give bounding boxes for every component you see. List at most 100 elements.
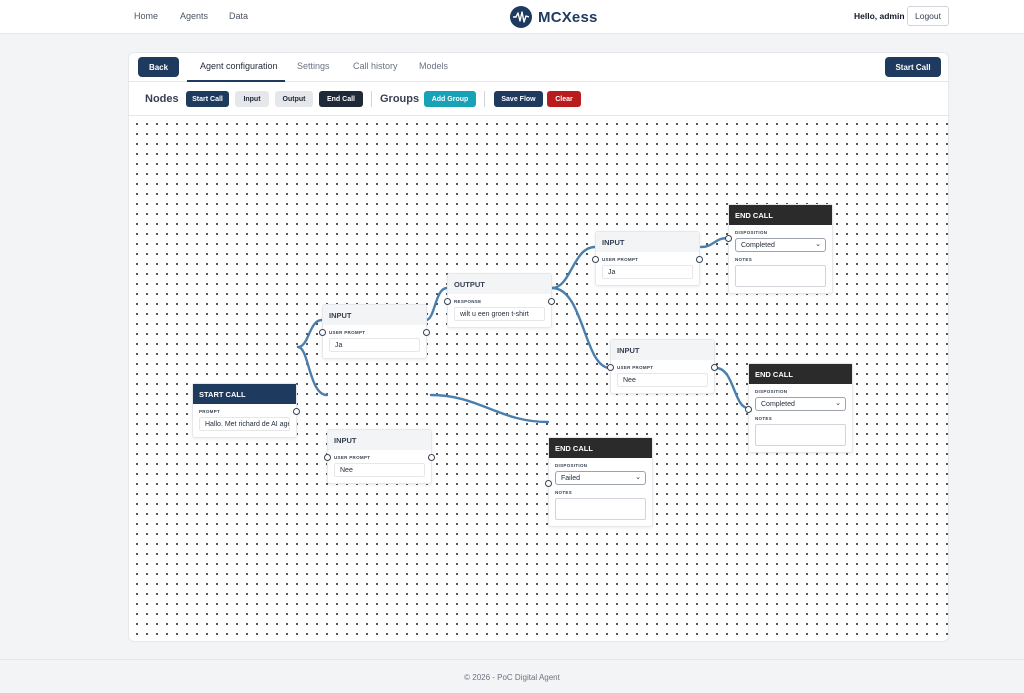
flow-edges	[296, 236, 750, 424]
tab-agent-configuration[interactable]: Agent configuration	[200, 61, 278, 71]
node-title: START CALL	[193, 384, 296, 404]
tab-settings[interactable]: Settings	[297, 61, 330, 71]
notes-textarea[interactable]	[755, 424, 846, 446]
output-handle[interactable]	[711, 364, 718, 371]
node-title: OUTPUT	[448, 274, 551, 294]
edge-output-to-input-nee[interactable]	[550, 286, 612, 370]
input-handle[interactable]	[319, 329, 326, 336]
user-greeting: Hello, admin	[854, 11, 905, 21]
output-node[interactable]: OUTPUT RESPONSE wilt u een groen t-shirt	[444, 273, 555, 328]
logout-button[interactable]: Logout	[907, 6, 949, 26]
edge-output-to-input-ja[interactable]	[550, 245, 597, 290]
user-prompt-label: USER PROMPT	[602, 257, 639, 262]
user-prompt-input[interactable]: Ja	[602, 265, 693, 279]
input-node-ja-2[interactable]: INPUT USER PROMPT Ja	[592, 231, 703, 286]
chevron-down-icon: ⌄	[815, 241, 821, 248]
nav-link-agents[interactable]: Agents	[180, 11, 209, 21]
save-flow-button[interactable]: Save Flow	[494, 91, 543, 107]
input-node-ja[interactable]: INPUT USER PROMPT Ja	[319, 304, 430, 359]
add-start-call-node-button[interactable]: Start Call	[186, 91, 229, 107]
node-title: INPUT	[323, 305, 426, 325]
chevron-down-icon: ⌄	[835, 400, 841, 407]
flow-toolbar: Nodes Start Call Input Output End Call G…	[129, 82, 948, 116]
disposition-value: Completed	[761, 401, 795, 408]
output-handle[interactable]	[423, 329, 430, 336]
nav-link-data[interactable]: Data	[229, 11, 249, 21]
edge-input-ja-to-end-completed[interactable]	[699, 236, 730, 249]
output-handle[interactable]	[696, 256, 703, 263]
input-handle[interactable]	[324, 454, 331, 461]
toolbar-divider	[484, 91, 485, 107]
prompt-label: PROMPT	[199, 409, 221, 414]
back-button[interactable]: Back	[138, 57, 179, 77]
disposition-select[interactable]: Failed ⌄	[555, 471, 646, 485]
groups-label: Groups	[380, 93, 420, 105]
response-input[interactable]: wilt u een groen t-shirt	[454, 307, 545, 321]
output-handle[interactable]	[548, 298, 555, 305]
disposition-label: DISPOSITION	[755, 389, 788, 394]
chevron-down-icon: ⌄	[635, 474, 641, 481]
disposition-label: DISPOSITION	[555, 463, 588, 468]
notes-textarea[interactable]	[555, 498, 646, 520]
start-call-button[interactable]: Start Call	[885, 57, 941, 77]
response-label: RESPONSE	[454, 299, 482, 304]
disposition-value: Completed	[741, 242, 775, 249]
brand-name: MCXess	[538, 8, 598, 26]
disposition-value: Failed	[561, 475, 581, 482]
input-node-nee[interactable]: INPUT USER PROMPT Nee	[324, 429, 435, 484]
prompt-input[interactable]: Hallo. Met richard de AI age	[199, 417, 290, 431]
add-input-node-button[interactable]: Input	[235, 91, 269, 107]
clear-button[interactable]: Clear	[547, 91, 581, 107]
input-handle[interactable]	[444, 298, 451, 305]
flow-canvas[interactable]: START CALL PROMPT Hallo. Met richard de …	[129, 116, 948, 641]
output-handle[interactable]	[293, 408, 300, 415]
tab-models[interactable]: Models	[419, 61, 449, 71]
nav-link-home[interactable]: Home	[134, 11, 159, 21]
edge-input-nee-to-end-failed[interactable]	[429, 393, 550, 424]
flow-editor-panel: Back Agent configuration Settings Call h…	[128, 52, 949, 642]
user-prompt-input[interactable]: Nee	[334, 463, 425, 477]
nodes-label: Nodes	[145, 93, 179, 105]
input-handle[interactable]	[745, 406, 752, 413]
input-handle[interactable]	[545, 480, 552, 487]
top-navbar: Home Agents Data MCXess Hello, admin Log…	[0, 0, 1024, 34]
notes-label: NOTES	[755, 416, 773, 421]
notes-label: NOTES	[555, 490, 573, 495]
user-prompt-label: USER PROMPT	[329, 330, 366, 335]
start-call-node[interactable]: START CALL PROMPT Hallo. Met richard de …	[192, 383, 300, 438]
user-prompt-input[interactable]: Nee	[617, 373, 708, 387]
user-prompt-label: USER PROMPT	[617, 365, 654, 370]
add-output-node-button[interactable]: Output	[275, 91, 313, 107]
disposition-select[interactable]: Completed ⌄	[755, 397, 846, 411]
node-title: INPUT	[328, 430, 431, 450]
add-end-call-node-button[interactable]: End Call	[319, 91, 363, 107]
edge-start-to-input-nee[interactable]	[296, 345, 329, 397]
edge-input-nee-to-end-completed[interactable]	[714, 366, 750, 410]
brand[interactable]: MCXess	[510, 6, 598, 28]
waveform-logo-icon	[510, 6, 532, 28]
toolbar-divider	[371, 91, 372, 107]
disposition-select[interactable]: Completed ⌄	[735, 238, 826, 252]
end-call-node-completed-2[interactable]: END CALL DISPOSITION Completed ⌄ NOTES	[745, 363, 853, 453]
end-call-node-failed[interactable]: END CALL DISPOSITION Failed ⌄ NOTES	[545, 437, 653, 527]
end-call-node-completed[interactable]: END CALL DISPOSITION Completed ⌄ NOTES	[725, 204, 833, 294]
output-handle[interactable]	[428, 454, 435, 461]
edge-input-to-output[interactable]	[424, 286, 449, 322]
node-title: END CALL	[729, 205, 832, 225]
tab-call-history[interactable]: Call history	[353, 61, 398, 71]
input-node-nee-2[interactable]: INPUT USER PROMPT Nee	[607, 339, 718, 394]
input-handle[interactable]	[607, 364, 614, 371]
edge-start-to-input-ja[interactable]	[296, 318, 324, 349]
notes-textarea[interactable]	[735, 265, 826, 287]
input-handle[interactable]	[725, 235, 732, 242]
notes-label: NOTES	[735, 257, 753, 262]
footer-text: © 2026 - PoC Digital Agent	[464, 673, 560, 682]
user-prompt-input[interactable]: Ja	[329, 338, 420, 352]
active-tab-indicator	[187, 80, 285, 82]
node-title: END CALL	[549, 438, 652, 458]
disposition-label: DISPOSITION	[735, 230, 768, 235]
add-group-button[interactable]: Add Group	[424, 91, 476, 107]
node-title: END CALL	[749, 364, 852, 384]
tab-bar: Back Agent configuration Settings Call h…	[129, 53, 948, 82]
input-handle[interactable]	[592, 256, 599, 263]
